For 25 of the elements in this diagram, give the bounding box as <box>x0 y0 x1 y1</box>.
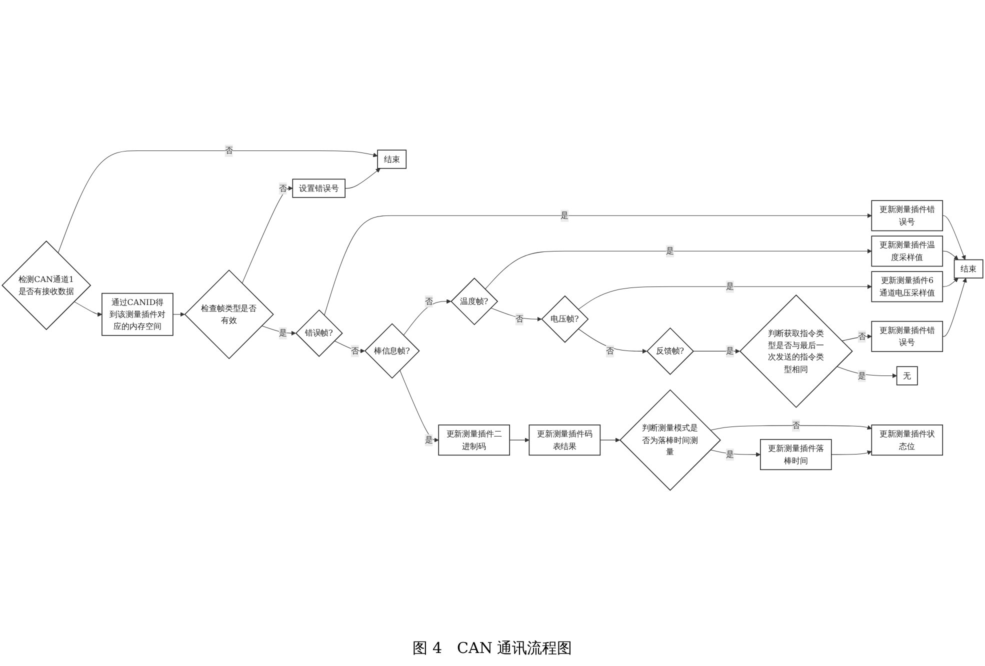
arrow <box>334 340 365 354</box>
arrow <box>942 250 958 260</box>
arrow <box>484 248 872 290</box>
arrow <box>74 301 102 317</box>
arrow <box>242 186 293 284</box>
figure-caption: 图 4 CAN 通讯流程图 <box>412 638 572 659</box>
arrow <box>58 150 378 254</box>
arrow <box>831 450 872 455</box>
arrow <box>836 366 898 378</box>
arrow <box>710 425 872 431</box>
arrow <box>261 326 296 336</box>
arrow <box>344 168 380 189</box>
arrow <box>600 438 620 442</box>
arrow <box>403 299 452 336</box>
arrow <box>324 213 872 316</box>
arrow <box>942 215 966 260</box>
arrow <box>942 278 967 337</box>
arrow <box>578 284 872 310</box>
arrow <box>400 370 439 442</box>
arrow <box>710 450 761 457</box>
arrow <box>578 328 647 354</box>
arrow <box>942 278 958 287</box>
arrow <box>172 312 185 317</box>
arrow <box>490 308 542 322</box>
arrow <box>509 438 530 442</box>
